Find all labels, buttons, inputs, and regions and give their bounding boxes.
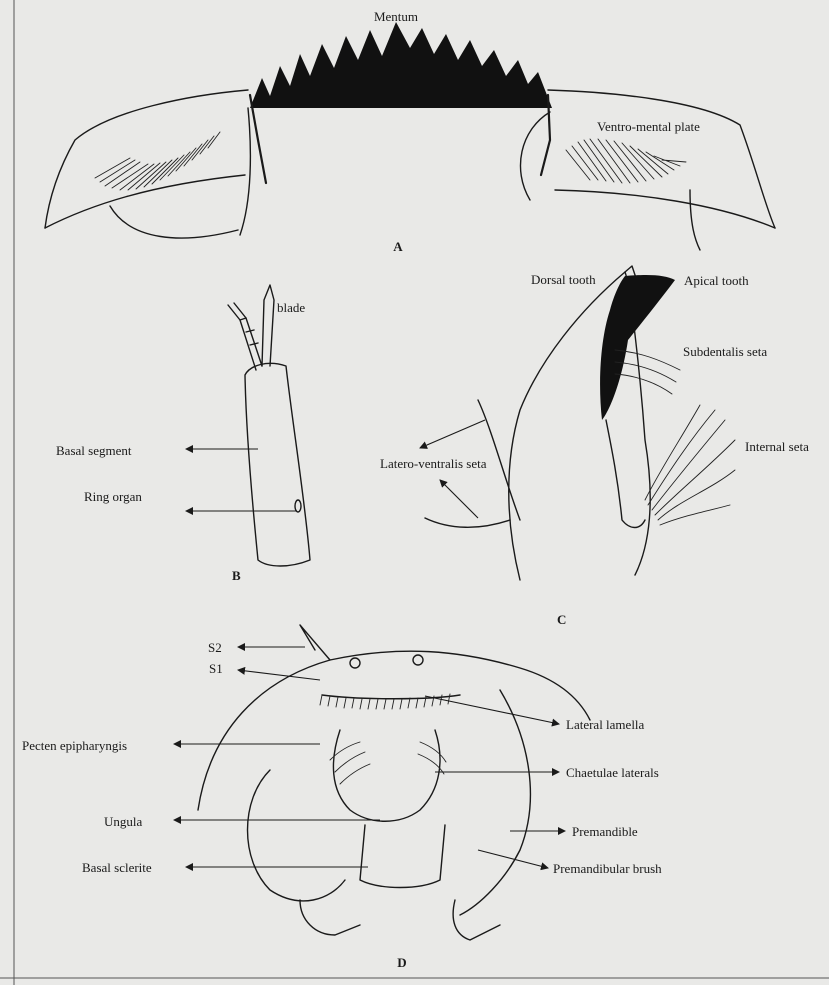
label-ungula: Ungula: [104, 814, 143, 829]
label-premandibular-brush: Premandibular brush: [553, 861, 662, 876]
mentum-drawing: [250, 22, 552, 108]
ring-organ-shape: [295, 500, 301, 512]
label-chaetulae-laterals: Chaetulae laterals: [566, 765, 659, 780]
label-pecten-epipharyngis: Pecten epipharyngis: [22, 738, 127, 753]
label-subdentalis-seta: Subdentalis seta: [683, 344, 767, 359]
panel-letter-d: D: [397, 955, 406, 970]
panel-letter-a: A: [393, 239, 403, 254]
label-s2: S2: [208, 640, 222, 655]
label-internal-seta: Internal seta: [745, 439, 809, 454]
panel-letter-c: C: [557, 612, 566, 627]
label-s1: S1: [209, 661, 223, 676]
label-basal-sclerite: Basal sclerite: [82, 860, 152, 875]
panel-letter-b: B: [232, 568, 241, 583]
label-arrows: [174, 420, 565, 868]
label-apical-tooth: Apical tooth: [684, 273, 749, 288]
label-dorsal-tooth: Dorsal tooth: [531, 272, 596, 287]
label-latero-ventralis-seta: Latero-ventralis seta: [380, 456, 487, 471]
label-lateral-lamella: Lateral lamella: [566, 717, 645, 732]
ventro-mental-plate-left: [45, 90, 266, 238]
mandible-drawing: [425, 266, 735, 580]
label-ring-organ: Ring organ: [84, 489, 142, 504]
label-blade: blade: [277, 300, 305, 315]
antenna-drawing: [228, 285, 310, 566]
label-premandible: Premandible: [572, 824, 638, 839]
label-basal-segment: Basal segment: [56, 443, 132, 458]
label-mentum: Mentum: [374, 9, 418, 24]
label-ventro-mental-plate: Ventro-mental plate: [597, 119, 700, 134]
ventro-mental-plate-right: [520, 90, 775, 250]
